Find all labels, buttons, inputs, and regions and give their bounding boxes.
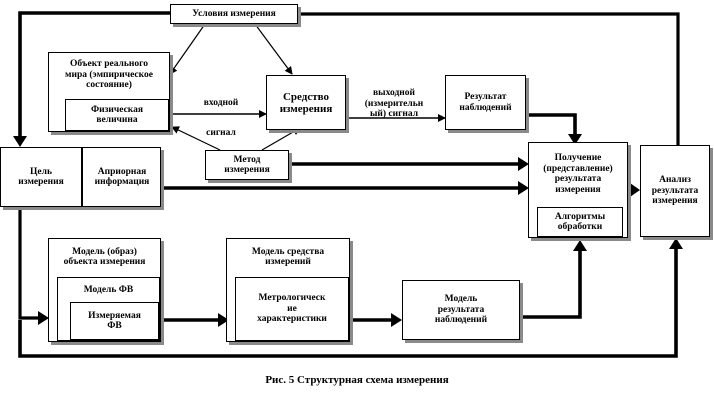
arrow-result-to-obtaining xyxy=(526,113,577,138)
input-signal-label-2: сигнал xyxy=(206,128,236,138)
object-label: Объект реального мира (эмпирическое сост… xyxy=(65,59,153,91)
metrological-label: Метрологическ ие характеристики xyxy=(257,293,327,325)
instrument-model-block: Модель средства измерений Метрологическ … xyxy=(226,238,350,342)
apriori-label: Априорная информация xyxy=(94,166,150,188)
figure-caption: Рис. 5 Структурная схема измерения xyxy=(265,374,449,386)
instrument-block: Средство измерения xyxy=(266,75,346,130)
object-model-block: Модель (образ) объекта измерения Модель … xyxy=(48,238,161,342)
arrow-conditions-to-instrument xyxy=(254,23,293,75)
obtaining-block: Получение (представление) результата изм… xyxy=(528,142,628,238)
goal-label: Цель измерения xyxy=(18,166,64,188)
obtaining-label: Получение (представление) результата изм… xyxy=(543,153,613,195)
instrument-label: Средство измерения xyxy=(279,90,333,115)
metrological-block: Метрологическ ие характеристики xyxy=(235,277,349,341)
arrow-method-to-instrument xyxy=(261,127,301,151)
arrow-method-to-object xyxy=(171,126,221,151)
outer-loop-bottom xyxy=(18,244,678,358)
line-conditions-to-analysis xyxy=(298,12,680,205)
goal-apriori-block: Цель измерения Априорная информация xyxy=(0,147,161,207)
line-goal-to-pq-model xyxy=(18,208,40,320)
result-label: Результат наблюдений xyxy=(459,92,512,113)
outer-loop-top xyxy=(18,11,170,140)
analysis-label: Анализ результата измерения xyxy=(651,175,699,207)
method-label: Метод измерения xyxy=(224,154,270,176)
goal-apriori-divider xyxy=(81,148,83,206)
measured-pq-block: Измеряемая ФВ xyxy=(70,302,159,340)
pq-model-block: Модель ФВ Измеряемая ФВ xyxy=(57,277,160,341)
result-model-label: Модель результата наблюдений xyxy=(434,294,488,326)
object-model-label: Модель (образ) объекта измерения xyxy=(63,246,146,268)
result-block: Результат наблюдений xyxy=(445,75,526,130)
conditions-label: Условия измерения xyxy=(192,8,276,19)
arrow-conditions-to-object xyxy=(169,23,206,75)
output-signal-label: выходной (измерительн ый) сигнал xyxy=(364,88,424,119)
analysis-block: Анализ результата измерения xyxy=(640,145,710,237)
input-signal-label-1: входной xyxy=(203,98,239,108)
result-model-block: Модель результата наблюдений xyxy=(402,280,520,340)
method-block: Метод измерения xyxy=(205,150,289,180)
algorithms-block: Алгоритмы обработки xyxy=(537,207,623,237)
algorithms-label: Алгоритмы обработки xyxy=(554,211,606,233)
measured-pq-label: Измеряемая ФВ xyxy=(88,310,141,332)
instrument-model-label: Модель средства измерений xyxy=(251,246,325,268)
physical-quantity-block: Физическая величина xyxy=(65,99,169,131)
pq-model-label: Модель ФВ xyxy=(83,284,134,295)
conditions-block: Условия измерения xyxy=(170,4,298,24)
object-block: Объект реального мира (эмпирическое сост… xyxy=(48,52,170,132)
arrow-result-model-to-algorithms xyxy=(520,246,582,319)
physical-quantity-label: Физическая величина xyxy=(90,104,144,126)
